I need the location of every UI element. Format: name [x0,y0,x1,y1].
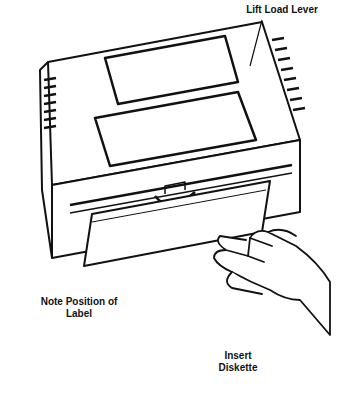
leader-line [250,20,262,66]
callout-label: Note Position of Label [40,296,118,320]
top-panel [105,36,238,104]
load-lever [165,182,185,194]
callout-label: Insert Diskette [210,350,266,374]
drive-side [40,62,52,258]
hand [214,230,330,335]
diskette [84,181,270,266]
callout-label: Lift Load Lever [232,4,332,16]
vents [44,38,305,128]
diskette [92,190,266,222]
top-panel [95,92,256,166]
